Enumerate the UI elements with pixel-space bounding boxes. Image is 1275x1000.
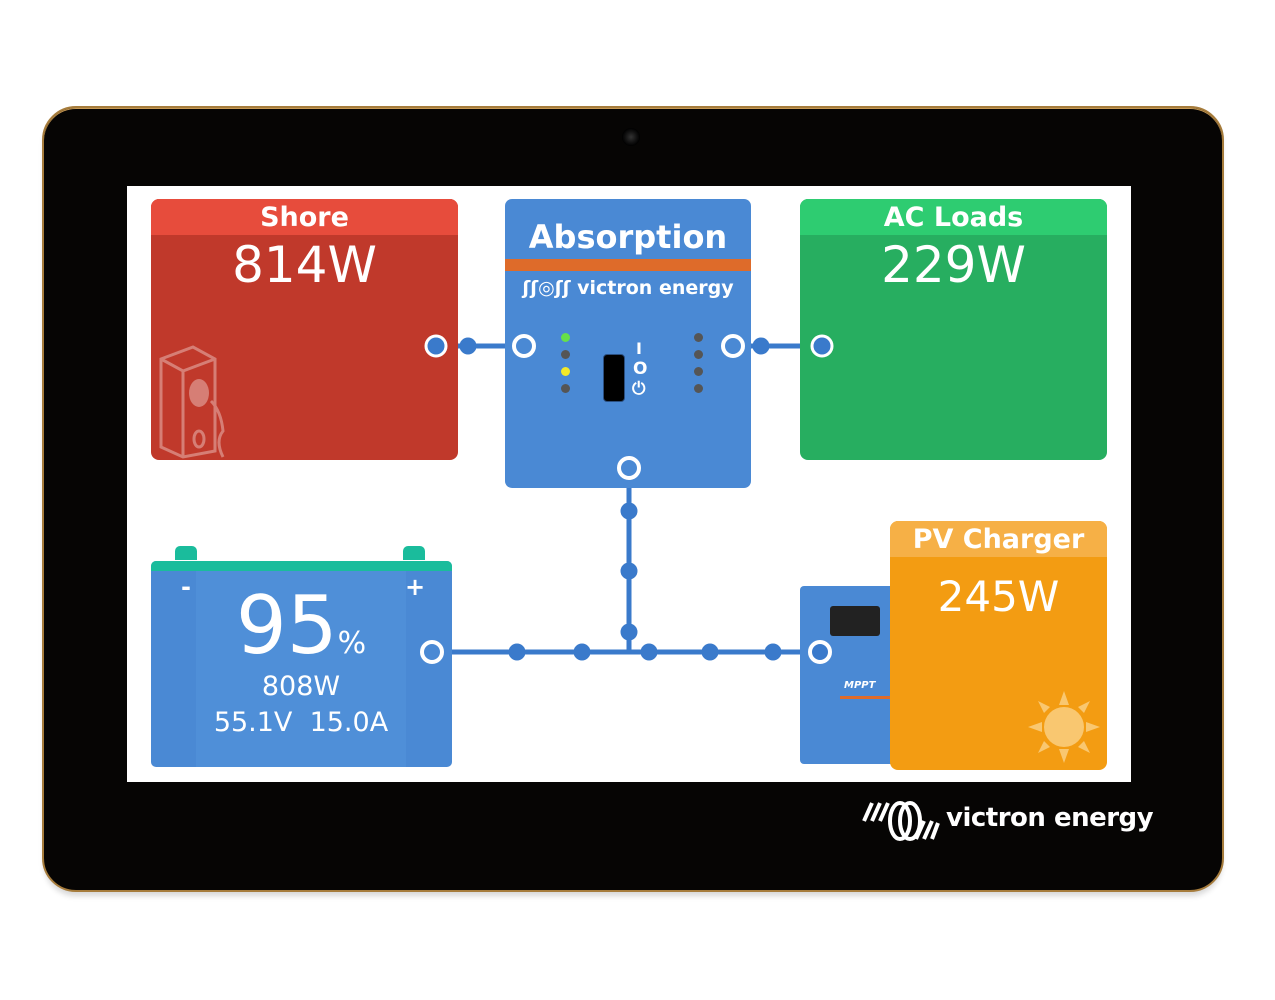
led-float xyxy=(561,384,570,393)
pv-charger-title: PV Charger xyxy=(890,521,1107,557)
switch-label-off: O xyxy=(633,359,648,379)
shore-power-value: 814W xyxy=(232,236,377,294)
shore-title: Shore xyxy=(151,199,458,235)
inverter-state: Absorption xyxy=(528,218,728,256)
pv-charger-power-value: 245W xyxy=(937,572,1060,621)
led-right-3 xyxy=(694,367,703,376)
battery-plus-sign: + xyxy=(405,573,426,601)
led-right-2 xyxy=(694,350,703,359)
led-absorption xyxy=(561,367,570,376)
power-icon: ⏻ xyxy=(632,379,646,399)
switch-label-on: I xyxy=(636,339,642,358)
ac-loads-tile[interactable]: AC Loads 229W xyxy=(800,199,1107,460)
victron-logo-icon xyxy=(862,801,940,841)
ac-loads-connector xyxy=(810,334,834,358)
ac-loads-power-value: 229W xyxy=(881,236,1026,294)
battery-power: 808W xyxy=(261,671,341,702)
shore-connector xyxy=(424,334,448,358)
battery-top-band xyxy=(151,561,452,571)
mppt-device-image: MPPT xyxy=(800,586,895,764)
inverter-mode-switch[interactable] xyxy=(603,354,625,402)
mppt-display xyxy=(830,606,880,636)
led-right-1 xyxy=(694,333,703,342)
sun-icon xyxy=(1028,691,1100,763)
victron-logo-icon: ʃʃ◎ʃʃ xyxy=(522,277,578,299)
mppt-label: MPPT xyxy=(844,680,876,691)
led-right-4 xyxy=(694,384,703,393)
inverter-connectors xyxy=(512,334,745,480)
pv-charger-tile[interactable]: PV Charger 245W xyxy=(890,521,1107,770)
battery-center-panel: 95% 808W 55.1V 15.0A xyxy=(196,571,406,767)
inverter-stripe xyxy=(505,259,751,271)
battery-connector xyxy=(420,640,444,664)
battery-minus-sign: - xyxy=(181,573,191,601)
touch-screen: Shore 814W Absorption ʃʃ◎ʃʃ victron ener… xyxy=(127,186,1131,782)
led-mains-on xyxy=(561,333,570,342)
shore-power-socket-icon xyxy=(159,345,225,459)
led-bulk xyxy=(561,350,570,359)
inverter-charger-tile[interactable]: Absorption ʃʃ◎ʃʃ victron energy I O ⏻ xyxy=(505,199,751,488)
inverter-brand-logo: ʃʃ◎ʃʃ victron energy xyxy=(522,277,734,299)
ac-loads-title: AC Loads xyxy=(800,199,1107,235)
battery-negative-terminal xyxy=(175,546,197,560)
mppt-stripe xyxy=(840,696,895,699)
shore-tile[interactable]: Shore 814W xyxy=(151,199,458,460)
victron-energy-bezel-logo: victron energy xyxy=(858,790,1154,846)
battery-tile[interactable]: 95% 808W 55.1V 15.0A - + xyxy=(151,546,452,767)
battery-voltage-current: 55.1V 15.0A xyxy=(213,707,389,738)
battery-soc: 95% xyxy=(235,579,367,672)
camera-lens xyxy=(622,128,640,146)
battery-positive-terminal xyxy=(403,546,425,560)
pv-connector xyxy=(808,640,832,664)
energy-flow-lines xyxy=(431,337,821,661)
